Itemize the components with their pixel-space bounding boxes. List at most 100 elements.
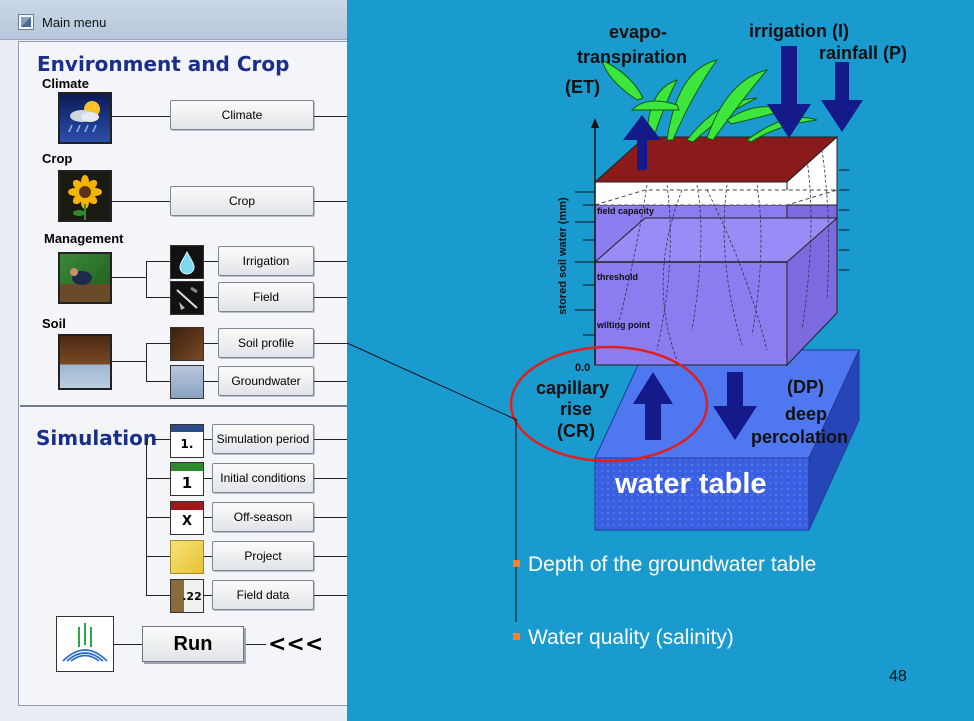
- initial-conditions-calendar-icon[interactable]: 1: [170, 462, 204, 496]
- project-button[interactable]: Project: [212, 541, 314, 571]
- zero-label: 0.0: [575, 362, 591, 374]
- connector: [146, 556, 170, 557]
- climate-button[interactable]: Climate: [170, 100, 314, 130]
- field-capacity-label: field capacity: [597, 206, 655, 216]
- run-arrows: <<<: [268, 632, 324, 657]
- crop-label: Crop: [42, 151, 73, 166]
- wilting-point-label: wilting point: [597, 320, 650, 330]
- connector: [146, 297, 170, 298]
- run-button[interactable]: Run: [142, 626, 244, 662]
- initial-icon-text: 1: [181, 473, 193, 492]
- groundwater-icon[interactable]: [170, 365, 204, 399]
- connector: [314, 556, 350, 557]
- connector: [204, 478, 212, 479]
- crop-button[interactable]: Crop: [170, 186, 314, 216]
- bullet-dot: [513, 633, 520, 641]
- bullet-water-quality: Water quality (salinity): [513, 626, 734, 650]
- connector: [204, 297, 218, 298]
- field-icon[interactable]: [170, 281, 204, 315]
- y-axis-label: stored soil water (mm): [557, 197, 569, 315]
- connector: [146, 261, 147, 297]
- off-season-calendar-icon[interactable]: X: [170, 501, 204, 535]
- connector: [146, 595, 170, 596]
- soil-profile-button[interactable]: Soil profile: [218, 328, 314, 358]
- connector: [314, 517, 350, 518]
- slide-page-number: 48: [889, 668, 907, 685]
- connector: [314, 116, 350, 117]
- irrigation-button[interactable]: Irrigation: [218, 246, 314, 276]
- fc-plane: [594, 189, 838, 206]
- presentation-slide: evapo- transpiration (ET) irrigation (I)…: [347, 0, 974, 721]
- climate-icon[interactable]: [58, 92, 112, 144]
- dp-label: (DP): [787, 377, 824, 397]
- management-icon[interactable]: [58, 252, 112, 304]
- groundwater-button[interactable]: Groundwater: [218, 366, 314, 396]
- connector: [246, 644, 266, 645]
- connector: [146, 517, 170, 518]
- field-data-icon[interactable]: .22: [170, 579, 204, 613]
- et-arrow: [623, 115, 661, 170]
- soil-water-diagram: [347, 46, 863, 622]
- connector: [314, 201, 350, 202]
- threshold-label: threshold: [597, 272, 639, 282]
- et-label-line1: evapo-: [609, 22, 668, 42]
- connector: [146, 343, 147, 381]
- off-season-button[interactable]: Off-season: [212, 502, 314, 532]
- plant-leaves: [601, 59, 818, 143]
- aquacrop-logo-icon[interactable]: [56, 616, 114, 672]
- connector: [314, 343, 350, 344]
- percolation-label: percolation: [751, 427, 849, 447]
- bullet-dot: [513, 560, 520, 568]
- management-label: Management: [44, 231, 124, 246]
- water-drop-icon[interactable]: [170, 245, 204, 279]
- sunflower-icon[interactable]: [58, 170, 112, 222]
- main-menu-window: Main menu Environment and Crop Climate C…: [0, 0, 350, 721]
- bullet-text: Depth of the groundwater table: [528, 553, 817, 576]
- connector: [314, 595, 350, 596]
- connector: [314, 478, 350, 479]
- connector: [146, 478, 170, 479]
- irrigation-label: irrigation (I): [749, 21, 849, 41]
- connector: [112, 116, 170, 117]
- rainfall-label: rainfall (P): [819, 43, 908, 63]
- soil-icon[interactable]: [58, 334, 112, 390]
- capillary-rise-arrow: [633, 372, 673, 440]
- deep-percolation-arrow: [713, 372, 757, 440]
- initial-conditions-button[interactable]: Initial conditions: [212, 463, 314, 493]
- y-axis-ticks: [575, 191, 595, 336]
- connector: [204, 381, 218, 382]
- irrigation-arrow: [767, 46, 811, 138]
- connector: [146, 261, 170, 262]
- off-season-icon-text: X: [181, 514, 193, 529]
- connector: [204, 439, 212, 440]
- soil-profile-icon[interactable]: [170, 327, 204, 361]
- bullet-groundwater-depth: Depth of the groundwater table: [513, 553, 816, 577]
- calendar-icon-text: 1.: [180, 437, 194, 451]
- connector: [112, 277, 146, 278]
- connector: [204, 595, 212, 596]
- connector: [314, 439, 350, 440]
- y-axis-arrow: [591, 118, 599, 128]
- soil-label: Soil: [42, 316, 66, 331]
- capillary-rise-circle: [509, 345, 709, 463]
- water-table-label: water table: [615, 468, 767, 500]
- field-data-icon-text: .22: [182, 589, 202, 603]
- connector: [114, 644, 142, 645]
- window-title: Main menu: [42, 15, 107, 30]
- section-simulation: Simulation: [36, 426, 158, 450]
- app-icon[interactable]: [18, 14, 34, 30]
- field-button[interactable]: Field: [218, 282, 314, 312]
- connector: [204, 343, 218, 344]
- field-data-button[interactable]: Field data: [212, 580, 314, 610]
- connector: [146, 381, 170, 382]
- section-environment-crop: Environment and Crop: [37, 52, 290, 76]
- connector: [314, 297, 350, 298]
- deep-label: deep: [785, 404, 828, 424]
- right-axis-ticks: [839, 169, 849, 271]
- roots: [616, 149, 830, 361]
- note-icon[interactable]: [170, 540, 204, 574]
- connector: [314, 381, 350, 382]
- calendar-icon[interactable]: 1.: [170, 424, 204, 458]
- simulation-period-button[interactable]: Simulation period: [212, 424, 314, 454]
- title-bar: Main menu: [0, 0, 350, 40]
